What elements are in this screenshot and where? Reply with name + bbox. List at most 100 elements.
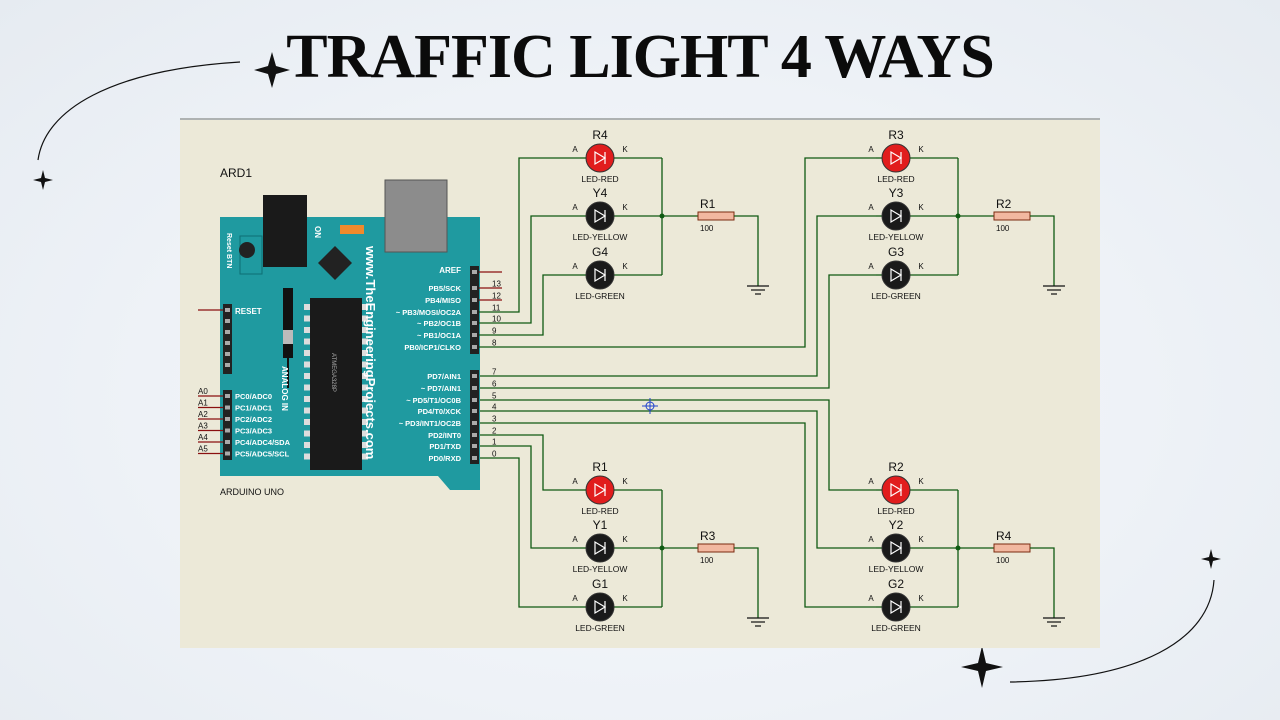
atmega-chip (310, 298, 362, 470)
wiring (479, 157, 876, 608)
wire-pin1-y1 (502, 445, 580, 549)
pin-number-13: 13 (492, 280, 501, 289)
resistor-r1 (697, 211, 735, 221)
pin-number-8: 8 (492, 339, 497, 348)
swoosh-top-left (37, 61, 241, 161)
anode-label: A (572, 477, 578, 486)
aref-label: AREF (439, 266, 461, 275)
website-label: www.TheEngineeringProjects.com (363, 245, 378, 459)
resistor-ref: R1 (700, 197, 716, 211)
pin-label-2: PD2/INT0 (428, 431, 461, 440)
sparkle-icon (961, 646, 1003, 688)
anode-label: A (572, 594, 578, 603)
analog-label-A0: PC0/ADC0 (235, 392, 272, 401)
diode-icon (594, 150, 607, 166)
analog-net-A5: A5 (198, 445, 208, 454)
resistor-r2 (993, 211, 1031, 221)
cathode-label: K (918, 477, 924, 486)
pin-label-4: PD4/T0/XCK (418, 407, 462, 416)
pin-label-8: PB0/ICP1/CLKO (404, 343, 461, 352)
pin-number-1: 1 (492, 438, 497, 447)
pin-number-2: 2 (492, 427, 497, 436)
resistor-value: 100 (996, 224, 1010, 233)
cathode-label: K (918, 262, 924, 271)
anode-label: A (868, 203, 874, 212)
resistor-value: 100 (996, 556, 1010, 565)
analog-net-A4: A4 (198, 433, 208, 442)
cathode-label: K (622, 594, 628, 603)
analog-label-A4: PC4/ADC4/SDA (235, 438, 291, 447)
led-type: LED-YELLOW (573, 232, 628, 242)
led-ref: G2 (888, 577, 904, 591)
cathode-label: K (918, 203, 924, 212)
led-ref: Y2 (889, 518, 904, 532)
ground-icon (747, 617, 769, 627)
sparkle-icon (254, 52, 290, 88)
led-body (881, 143, 911, 173)
resistor-ref: R3 (700, 529, 716, 543)
led-body (585, 143, 615, 173)
led-body (881, 201, 911, 231)
cathode-label: K (622, 203, 628, 212)
led-body (881, 260, 911, 290)
reset-pin-label: RESET (235, 307, 262, 316)
pin-label-12: PB4/MISO (425, 296, 461, 305)
pin-number-4: 4 (492, 403, 497, 412)
led-body (881, 592, 911, 622)
analog-net-A0: A0 (198, 387, 208, 396)
power-led (340, 225, 364, 234)
cathode-label: K (918, 535, 924, 544)
led-ref: G4 (592, 245, 608, 259)
pin-label-3: ~ PD3/INT1/OC2B (399, 419, 462, 428)
led-body (585, 592, 615, 622)
diode-icon (890, 540, 903, 556)
pin-label-9: ~ PB1/OC1A (417, 331, 462, 340)
led-type: LED-GREEN (575, 291, 625, 301)
diode-icon (594, 482, 607, 498)
anode-label: A (868, 145, 874, 154)
analog-net-A2: A2 (198, 410, 208, 419)
pin-label-13: PB5/SCK (428, 284, 461, 293)
diode-icon (594, 267, 607, 283)
page-title: TRAFFIC LIGHT 4 WAYS (286, 23, 995, 91)
led-ref: R4 (592, 128, 608, 142)
wire-pin2-r1 (502, 434, 580, 491)
pin-number-10: 10 (492, 315, 501, 324)
pin-label-11: ~ PB3/MOSI/OC2A (396, 308, 462, 317)
led-ref: G3 (888, 245, 904, 259)
analog-label-A3: PC3/ADC3 (235, 427, 272, 436)
led-type: LED-GREEN (871, 291, 921, 301)
pin-number-3: 3 (492, 415, 497, 424)
chip-label: ATMEGA328P (330, 353, 336, 392)
pin-number-12: 12 (492, 292, 501, 301)
wire-pin0-g1 (502, 457, 580, 608)
pin-label-5: ~ PD5/T1/OC0B (406, 396, 461, 405)
swoosh-bottom-right (1009, 579, 1215, 683)
cathode-label: K (622, 477, 628, 486)
cathode-label: K (622, 262, 628, 271)
anode-label: A (868, 477, 874, 486)
pin-label-0: PD0/RXD (428, 454, 461, 463)
led-body (585, 260, 615, 290)
sparkle-icon (33, 170, 53, 190)
diode-icon (594, 208, 607, 224)
analog-pin-labels: A0PC0/ADC0A1PC1/ADC1A2PC2/ADC2A3PC3/ADC3… (198, 387, 291, 459)
reset-button-icon[interactable] (239, 242, 255, 258)
arduino-ref: ARD1 (220, 166, 252, 180)
pin-number-5: 5 (492, 392, 497, 401)
on-label: ON (313, 226, 322, 238)
led-type: LED-YELLOW (869, 564, 924, 574)
ground-icon (1043, 617, 1065, 627)
schematic-canvas: ARD1 ARDUINO UNO Reset BTN ON www.TheEng… (180, 118, 1100, 648)
wire-pin11-r4 (502, 157, 580, 313)
